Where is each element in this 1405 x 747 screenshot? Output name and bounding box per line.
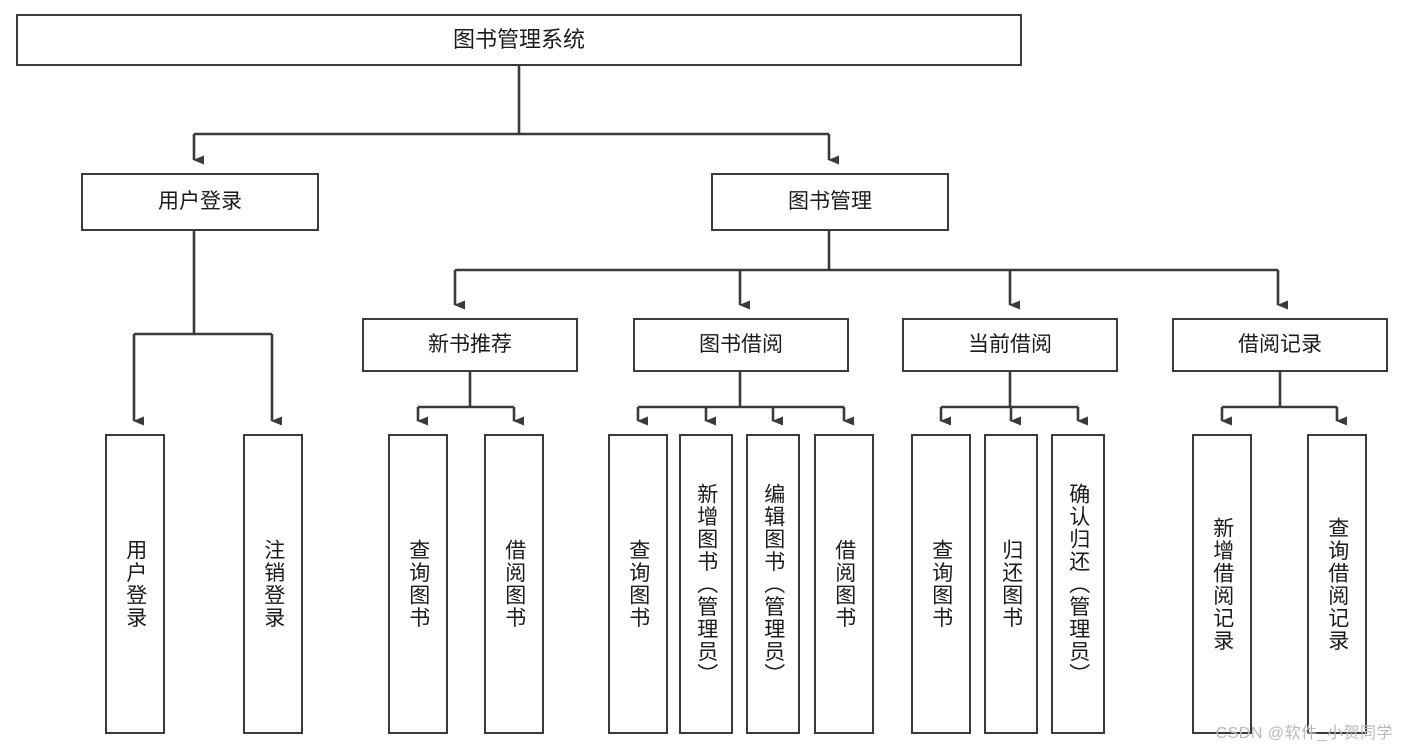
leaf-node-13[interactable]: 查询借阅记录: [1307, 434, 1367, 734]
node-label: 注销登录: [261, 539, 285, 629]
node-label: 查询借阅记录: [1325, 516, 1349, 652]
leaf-node-11[interactable]: 确认归还（管理员）: [1051, 434, 1105, 734]
node-label: 归还图书: [999, 539, 1023, 629]
node-label: 用户登录: [123, 539, 147, 629]
node-label: 查询图书: [626, 539, 650, 629]
node-label: 借阅记录: [1238, 333, 1322, 357]
node-label: 用户登录: [158, 190, 242, 214]
level2-node-3[interactable]: 当前借阅: [902, 318, 1118, 372]
level2-node-2[interactable]: 图书借阅: [633, 318, 849, 372]
node-label: 新增图书（管理员）: [694, 482, 718, 686]
connector-group: [132, 66, 1347, 426]
leaf-node-1[interactable]: 用户登录: [105, 434, 165, 734]
leaf-node-7[interactable]: 编辑图书（管理员）: [746, 434, 800, 734]
leaf-node-5[interactable]: 查询图书: [608, 434, 668, 734]
node-label: 借阅图书: [502, 539, 526, 629]
node-label: 查询图书: [929, 539, 953, 629]
node-label: 借阅图书: [832, 539, 856, 629]
node-label: 图书管理系统: [452, 26, 585, 52]
node-label: 编辑图书（管理员）: [761, 482, 785, 686]
leaf-node-2[interactable]: 注销登录: [243, 434, 303, 734]
node-label: 新增借阅记录: [1210, 516, 1234, 652]
level2-node-1[interactable]: 新书推荐: [362, 318, 578, 372]
level1-node-1[interactable]: 用户登录: [81, 173, 319, 231]
node-label: 查询图书: [406, 539, 430, 629]
node-label: 当前借阅: [968, 333, 1052, 357]
level1-node-2[interactable]: 图书管理: [711, 173, 949, 231]
leaf-node-10[interactable]: 归还图书: [984, 434, 1038, 734]
node-label: 图书借阅: [699, 333, 783, 357]
node-label: 图书管理: [788, 190, 872, 214]
leaf-node-9[interactable]: 查询图书: [911, 434, 971, 734]
leaf-node-8[interactable]: 借阅图书: [814, 434, 874, 734]
leaf-node-12[interactable]: 新增借阅记录: [1192, 434, 1252, 734]
leaf-node-6[interactable]: 新增图书（管理员）: [679, 434, 733, 734]
leaf-node-3[interactable]: 查询图书: [388, 434, 448, 734]
node-label: 确认归还（管理员）: [1066, 482, 1090, 686]
level2-node-4[interactable]: 借阅记录: [1172, 318, 1388, 372]
root-node[interactable]: 图书管理系统: [16, 14, 1022, 66]
node-label: 新书推荐: [428, 333, 512, 357]
leaf-node-4[interactable]: 借阅图书: [484, 434, 544, 734]
